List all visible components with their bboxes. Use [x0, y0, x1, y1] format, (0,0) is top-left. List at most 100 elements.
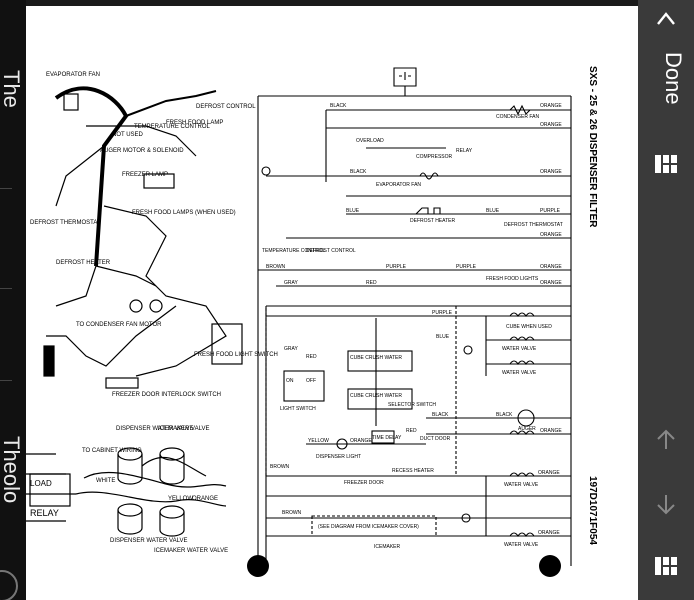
s-red-2: RED: [306, 354, 317, 360]
s-overload: OVERLOAD: [356, 138, 384, 144]
s-orange-5: ORANGE: [540, 264, 562, 270]
s-cube-crush-water-1: CUBE CRUSH WATER: [350, 355, 402, 361]
s-cube-crush-water-2: CUBE CRUSH WATER: [350, 393, 402, 399]
s-duct-door: DUCT DOOR: [420, 436, 451, 442]
s-gray-2: GRAY: [284, 346, 298, 352]
s-temperature-control: TEMPERATURE CONTROL: [262, 248, 325, 254]
s-water-valve-2: WATER VALVE: [502, 370, 537, 376]
s-time-delay: TIME DELAY: [372, 435, 402, 441]
s-relay: RELAY: [456, 148, 473, 154]
s-icemaker: ICEMAKER: [374, 544, 401, 550]
s-black-3: BLACK: [432, 412, 449, 418]
lbl-icemaker-valve-top: ICEMAKER VALVE: [158, 426, 209, 432]
strip-circle-button[interactable]: [0, 570, 18, 600]
s-red-3: RED: [406, 428, 417, 434]
lbl-evap-fan: EVAPORATOR FAN: [46, 72, 100, 78]
s-compressor: COMPRESSOR: [416, 154, 453, 160]
s-defrost-thermostat: DEFROST THERMOSTAT: [504, 222, 563, 228]
s-brown-1: BROWN: [266, 264, 286, 270]
lbl-dispenser-water-valve: DISPENSER WATER VALVE: [110, 538, 187, 544]
s-brown-3: BROWN: [282, 510, 302, 516]
s-orange-2: ORANGE: [540, 122, 562, 128]
lbl-ff-light-switch: FRESH FOOD LIGHT SWITCH: [194, 352, 278, 358]
s-defrost-heater: DEFROST HEATER: [410, 218, 455, 224]
lbl-defrost-control: DEFROST CONTROL: [196, 104, 256, 110]
lbl-freezer-lamp: FREEZER LAMP: [122, 172, 168, 178]
s-yellow-1: YELLOW: [308, 438, 329, 444]
lbl-defrost-heater: DEFROST HEATER: [56, 260, 111, 266]
lbl-relay: RELAY: [30, 508, 59, 518]
lbl-condenser-fan-motor: TO CONDENSER FAN MOTOR: [76, 322, 162, 328]
s-water-valve-3: WATER VALVE: [504, 482, 539, 488]
s-orange-3: ORANGE: [540, 169, 562, 175]
s-orange-7: ORANGE: [540, 428, 562, 434]
doc-part-number: 197D1071F054: [587, 476, 598, 545]
s-freezer-door: FREEZER DOOR: [344, 480, 384, 486]
s-water-valve-4: WATER VALVE: [504, 542, 539, 548]
s-cube-when-used: CUBE WHEN USED: [506, 324, 552, 330]
done-button[interactable]: Done: [661, 52, 686, 105]
doc-title: SXS - 25 & 26 DISPENSER FILTER: [587, 66, 598, 228]
lbl-freezer-door-switch: FREEZER DOOR INTERLOCK SWITCH: [112, 392, 221, 398]
wiring-diagram: EVAPORATOR FAN DEFROST CONTROL FRESH FOO…: [26, 66, 598, 577]
lbl-not-used: NOT USED: [112, 132, 144, 138]
s-purple-4: PURPLE: [432, 310, 453, 316]
strip-divider-2: [0, 288, 12, 289]
s-black-1: BLACK: [330, 103, 347, 109]
s-selector-switch: SELECTOR SWITCH: [388, 402, 436, 408]
s-purple-2: PURPLE: [386, 264, 407, 270]
s-blue-1: BLUE: [346, 208, 360, 214]
strip-text-1: The: [0, 70, 24, 108]
strip-divider-1: [0, 188, 12, 189]
s-defrost-control: DEFROST CONTROL: [306, 248, 356, 254]
back-chevron-icon[interactable]: [656, 10, 676, 39]
lbl-orange: ORANGE: [192, 496, 218, 502]
page-grid-icon[interactable]: [652, 152, 680, 181]
lbl-dispenser-valve-top: DISPENSER WATER VALVE: [116, 426, 193, 432]
s-on: ON: [286, 378, 294, 384]
s-auger: AUGER: [518, 426, 536, 432]
s-black-2: BLACK: [350, 169, 367, 175]
s-icemaker-note: (SEE DIAGRAM FROM ICEMAKER COVER): [318, 524, 419, 530]
s-gray-1: GRAY: [284, 280, 298, 286]
left-thumbnail-strip: The Theolo: [0, 0, 26, 600]
s-condenser-fan: CONDENSER FAN: [496, 114, 539, 120]
s-red-1: RED: [366, 280, 377, 286]
s-fresh-food-lights: FRESH FOOD LIGHTS: [486, 276, 539, 282]
s-orange-6: ORANGE: [540, 280, 562, 286]
strip-divider-3: [0, 380, 12, 381]
s-orange-8: ORANGE: [350, 438, 372, 444]
s-dispenser-light: DISPENSER LIGHT: [316, 454, 361, 460]
s-recess-heater: RECESS HEATER: [392, 468, 434, 474]
lbl-fresh-food-lamp: FRESH FOOD LAMP: [166, 120, 223, 126]
strip-text-2: Theolo: [0, 436, 24, 504]
lbl-yellow: YELLOW: [168, 496, 193, 502]
s-evaporator-fan: EVAPORATOR FAN: [376, 182, 421, 188]
s-orange-9: ORANGE: [538, 470, 560, 476]
s-water-valve-1: WATER VALVE: [502, 346, 537, 352]
s-off: OFF: [306, 378, 316, 384]
page-view-icon[interactable]: [652, 554, 680, 585]
document-page: EVAPORATOR FAN DEFROST CONTROL FRESH FOO…: [26, 6, 639, 600]
s-orange-1: ORANGE: [540, 103, 562, 109]
s-purple-1: PURPLE: [540, 208, 561, 214]
s-orange-10: ORANGE: [538, 530, 560, 536]
s-orange-4: ORANGE: [540, 232, 562, 238]
arrow-down-icon[interactable]: [654, 492, 678, 521]
s-black-4: BLACK: [496, 412, 513, 418]
s-brown-2: BROWN: [270, 464, 290, 470]
lbl-to-cabinet-wiring: TO CABINET WIRING: [82, 448, 142, 454]
lbl-auger-motor: AUGER MOTOR & SOLENOID: [100, 148, 184, 154]
s-blue-3: BLUE: [436, 334, 450, 340]
lbl-defrost-thermostat: DEFROST THERMOSTAT: [30, 220, 101, 226]
lbl-white: WHITE: [96, 478, 115, 484]
right-toolbar: Done: [638, 0, 694, 600]
lbl-icemaker-water-valve: ICEMAKER WATER VALVE: [154, 548, 228, 554]
lbl-fresh-food-lamps: FRESH FOOD LAMPS (WHEN USED): [132, 210, 236, 216]
arrow-up-icon[interactable]: [654, 428, 678, 457]
s-purple-3: PURPLE: [456, 264, 477, 270]
lbl-load: LOAD: [30, 479, 52, 488]
s-blue-2: BLUE: [486, 208, 500, 214]
s-light-switch: LIGHT SWITCH: [280, 406, 316, 412]
lbl-temp-control: TEMPERATURE CONTROL: [134, 124, 211, 130]
